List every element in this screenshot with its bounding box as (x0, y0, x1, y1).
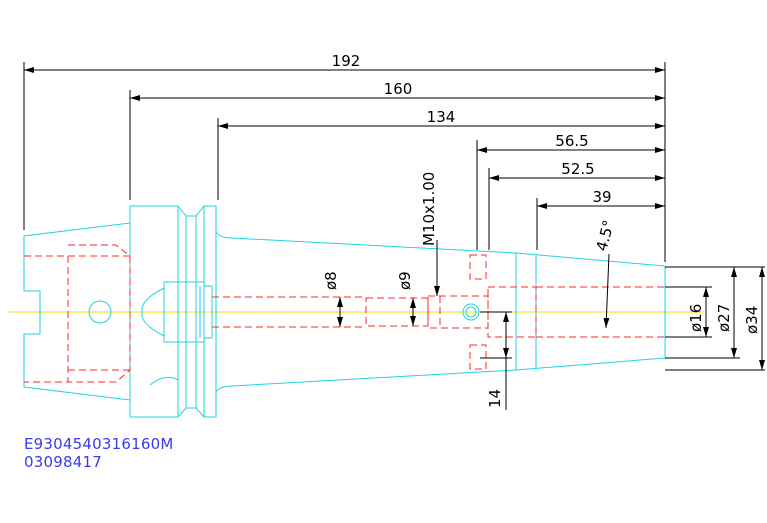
dimension-labels: 192 160 134 56.5 52.5 39 4.5° M10x1.00 ø… (322, 52, 761, 408)
dim-dia9-label: ø9 (396, 271, 414, 290)
dim-134-label: 134 (427, 108, 456, 126)
dim-dia34-label: ø34 (743, 306, 761, 334)
dim-160-label: 160 (384, 80, 413, 98)
dimension-lines (23, 62, 765, 410)
holder-outline (23, 205, 666, 418)
dim-angle-label: 4.5° (592, 218, 618, 253)
dim-39-label: 39 (592, 188, 611, 206)
dim-56-5-label: 56.5 (555, 132, 588, 150)
hidden-lines (24, 244, 665, 383)
dim-dia27-label: ø27 (715, 304, 733, 332)
dim-192-label: 192 (332, 52, 361, 70)
dim-dia8-label: ø8 (322, 271, 340, 290)
dim-52-5-label: 52.5 (561, 160, 594, 178)
part-code-line2: 03098417 (24, 453, 102, 471)
part-code-line1: E9304540316160M (24, 435, 174, 453)
dim-dia16-label: ø16 (687, 304, 705, 332)
dim-thread-label: M10x1.00 (420, 172, 438, 246)
dim-14-label: 14 (486, 389, 504, 408)
